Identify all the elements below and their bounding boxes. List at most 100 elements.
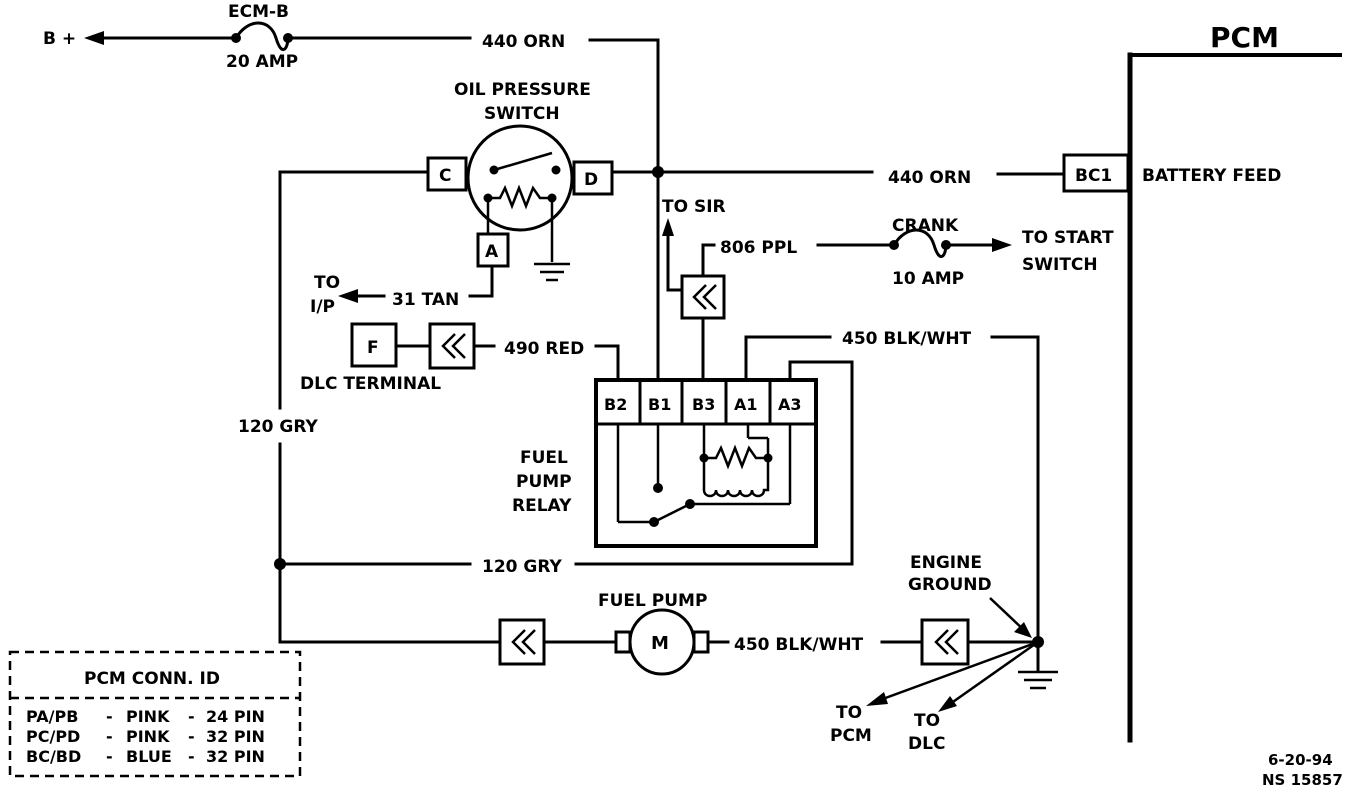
ground-icon [534,262,570,282]
legend-row-pins: 32 PIN [206,727,265,746]
to-start-label-2: SWITCH [1022,255,1098,275]
footer: 6-20-94 NS 15857 [1262,751,1343,789]
to-ip-label-2: I/P [310,297,335,317]
oil-pressure-switch: OIL PRESSURE SWITCH C D A [426,80,614,282]
to-pcm-label-2: PCM [830,726,872,746]
to-pcm-label-1: TO [836,703,862,723]
wire-label-490-red: 490 RED [504,339,584,359]
arrow-left-icon-ip [338,289,358,303]
coil-icon [702,458,770,498]
double-chevron-icon-pump-right [934,629,959,655]
footer-date: 6-20-94 [1268,751,1333,769]
tan-wire: 31 TAN TO I/P [310,264,494,317]
arrow-right-icon [992,238,1012,252]
legend-row-pins: 32 PIN [206,747,265,766]
double-chevron-icon-dlc [441,333,466,359]
double-chevron-icon [692,284,717,310]
gry-wire-left: 120 GRY [238,170,430,644]
arrow-down-right-icon [1014,622,1032,638]
legend-row-pins: 24 PIN [206,707,265,726]
pcm-module: PCM BC1 BATTERY FEED [1062,21,1342,743]
arrow-left-icon [84,31,104,45]
fuse-icon-crank [891,228,948,258]
arrow-to-dlc-icon [938,696,957,712]
terminal-f [350,322,398,368]
legend-row-color: PINK [126,707,170,726]
terminal-a-label: A [485,242,499,262]
resistor-icon [488,184,552,210]
to-sir-label: TO SIR [662,197,726,217]
relay-label-2: PUMP [516,472,572,492]
legend-row-sep: - [188,707,195,726]
fuse-icon [233,21,290,51]
relay-label-1: FUEL [520,448,568,468]
terminal-b3-label: B3 [692,395,715,414]
legend-row-color: BLUE [126,747,172,766]
wire-label-450-blk-wht-bottom: 450 BLK/WHT [734,635,864,655]
oil-switch-label-2: SWITCH [484,104,560,124]
to-dlc-label-1: TO [914,711,940,731]
terminal-f-label: F [367,338,379,358]
engine-ground: ENGINE GROUND TO PCM TO DLC [830,553,1058,754]
wire-label-440-orn-top: 440 ORN [482,32,565,52]
terminal-b2-label: B2 [604,395,627,414]
legend-row-conn: PA/PB [26,707,78,726]
oil-switch-label-1: OIL PRESSURE [454,80,591,100]
fuel-pump: M FUEL PUMP 450 BLK/WHT [278,591,1040,676]
engine-ground-label-2: GROUND [908,575,992,595]
engine-ground-label-1: ENGINE [910,553,982,573]
legend-row-sep: - [106,747,113,766]
ecm-b-fuse-name: ECM-B [228,2,289,22]
dlc-terminal-label: DLC TERMINAL [300,374,441,394]
wire-label-440-orn-mid: 440 ORN [888,168,971,188]
wire-label-31-tan: 31 TAN [392,290,459,310]
crank-fuse-rating: 10 AMP [892,269,964,289]
legend-row-conn: PC/PD [26,727,80,746]
wire-label-120-gry-left: 120 GRY [238,417,319,437]
terminal-a3-label: A3 [778,395,802,414]
legend-row-sep: - [188,747,195,766]
wire-label-806-ppl: 806 PPL [720,238,797,258]
to-start-label-1: TO START [1022,228,1114,248]
motor-label: M [651,633,669,654]
double-chevron-icon-pump-left [511,629,536,655]
terminal-b1-label: B1 [648,395,671,414]
b-plus-label: B + [43,29,76,49]
b-plus-feed: B + ECM-B 20 AMP 440 ORN [43,2,660,172]
orn-battery-feed-wire: 440 ORN [610,166,1066,382]
fuel-pump-label: FUEL PUMP [598,591,707,611]
to-ip-label-1: TO [314,273,340,293]
terminal-d [572,160,614,196]
relay-label-3: RELAY [512,496,572,516]
wire-label-120-gry-mid: 120 GRY [482,557,563,577]
pcm-connector-legend: PCM CONN. ID PA/PB - PINK - 24 PIN PC/PD… [8,650,302,778]
footer-ref: NS 15857 [1262,771,1343,789]
battery-feed-label: BATTERY FEED [1142,166,1281,186]
terminal-c-label: C [439,166,451,186]
arrow-up-icon [662,218,674,236]
connector-inline-pump-right [920,618,970,666]
crank-fuse-name: CRANK [892,216,959,236]
dlc-circuit: F 490 RED DLC TERMINAL [300,322,620,394]
terminal-a1-label: A1 [734,395,758,414]
terminal-d-label: D [584,170,598,190]
legend-row-conn: BC/BD [26,747,81,766]
legend-row-sep: - [106,727,113,746]
terminal-bc1-label: BC1 [1075,166,1112,186]
terminal-c [426,156,468,192]
to-dlc-label-2: DLC [908,734,945,754]
resistor-icon-relay [704,444,768,470]
pcm-title: PCM [1210,21,1279,54]
relay-wiring: 450 BLK/WHT 120 GRY [278,316,1040,644]
ecm-b-fuse-rating: 20 AMP [226,52,298,72]
wire-label-450-blk-wht-top: 450 BLK/WHT [842,329,972,349]
legend-row-sep: - [188,727,195,746]
legend-title: PCM CONN. ID [84,669,220,689]
legend-row-color: PINK [126,727,170,746]
arrow-to-pcm-icon [866,692,888,706]
start-circuit: TO SIR 806 PPL CRANK 10 AMP TO START SWI… [662,197,1114,320]
ground-icon-engine [1018,670,1058,690]
terminal-a [476,232,510,268]
fuel-pump-relay: B2 B1 B3 A1 A3 FUEL PUMP RELAY [512,378,818,548]
